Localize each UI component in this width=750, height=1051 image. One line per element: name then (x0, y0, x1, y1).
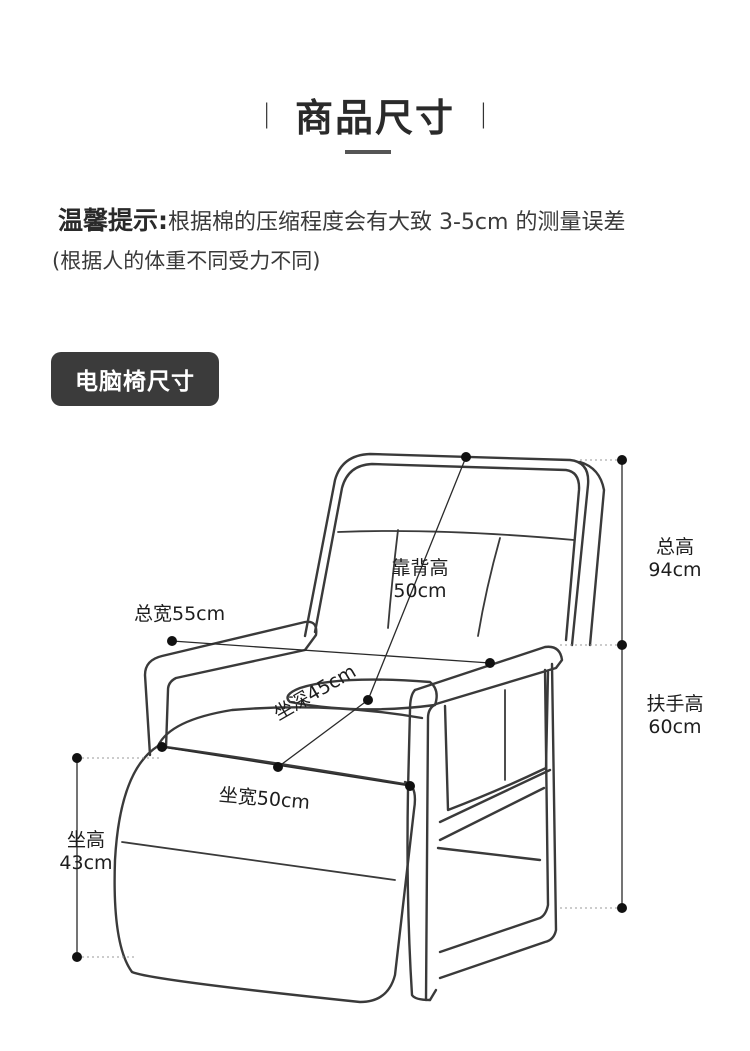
section-tag: 电脑椅尺寸 (51, 352, 219, 406)
dotted-guides (77, 459, 622, 958)
right-frame-bar2 (438, 786, 546, 842)
seat-width-measure (161, 746, 411, 787)
backrest-seam-v1 (387, 529, 399, 629)
total-width-label: 总宽55cm (134, 603, 226, 625)
page-title: 商品尺寸 (294, 94, 455, 140)
backrest-height-title: 靠背高 (391, 557, 449, 579)
point-total-top (617, 455, 627, 465)
backrest-height-value: 50cm (393, 580, 447, 602)
right-frame-inner (438, 668, 550, 954)
tip-note: (根据人的体重不同受力不同) (52, 249, 321, 273)
seat-height-value: 43cm (59, 852, 113, 874)
right-arm-front (406, 688, 432, 1002)
right-frame-bar (438, 768, 552, 824)
right-arm-top (413, 645, 564, 1002)
point-floor (617, 903, 627, 913)
point-width-left (167, 636, 177, 646)
seat-front-seam (121, 841, 396, 881)
armrest-height-label: 扶手高 60cm (636, 693, 714, 739)
seat-front-edge (156, 744, 412, 787)
right-arm-pocket (443, 670, 550, 812)
chair-outline (113, 452, 606, 1004)
tip-label: 温馨提示: (58, 206, 168, 235)
frame-bottom (428, 988, 438, 1002)
left-arm (143, 620, 318, 757)
right-frame (438, 662, 558, 980)
point-backrest-top (461, 452, 471, 462)
title-left-bar: | (262, 99, 271, 129)
armrest-height-value: 60cm (648, 716, 702, 738)
measure-points (72, 452, 627, 962)
point-seat-floor (72, 952, 82, 962)
backrest-seam-v2 (477, 537, 501, 637)
title-underline (345, 150, 391, 154)
backrest-seam-h (337, 530, 575, 541)
armrest-height-title: 扶手高 (646, 693, 704, 715)
section-header: | 商品尺寸 | (0, 86, 750, 142)
backrest-height-label: 靠背高 50cm (380, 557, 460, 603)
right-frame-rail (436, 846, 542, 862)
total-height-label: 总高 94cm (640, 536, 710, 582)
total-width-measure (171, 640, 491, 664)
tip-text: 根据棉的压缩程度会有大致 3-5cm 的测量误差 (168, 210, 626, 235)
seat-cushion (156, 706, 424, 748)
measurement-lines (76, 456, 623, 957)
total-height-title: 总高 (655, 536, 694, 558)
point-seat-right (405, 781, 415, 791)
seat-front-cushion (113, 744, 417, 1004)
backrest-outline (303, 452, 590, 647)
point-depth-front (273, 762, 283, 772)
title-right-bar: | (479, 99, 488, 129)
tip-line: 温馨提示:根据棉的压缩程度会有大致 3-5cm 的测量误差 (58, 201, 625, 237)
seat-depth-measure (277, 699, 369, 768)
point-arm (617, 640, 627, 650)
seat-height-label: 坐高 43cm (56, 829, 116, 875)
point-seat-left (157, 742, 167, 752)
point-width-right (485, 658, 495, 668)
backrest-side (578, 460, 606, 647)
total-height-value: 94cm (648, 559, 702, 581)
seat-height-title: 坐高 (66, 829, 105, 851)
point-seat-top (72, 753, 82, 763)
backrest-inner-outline (313, 462, 581, 642)
backrest-measure (367, 456, 467, 701)
point-depth-rear (363, 695, 373, 705)
